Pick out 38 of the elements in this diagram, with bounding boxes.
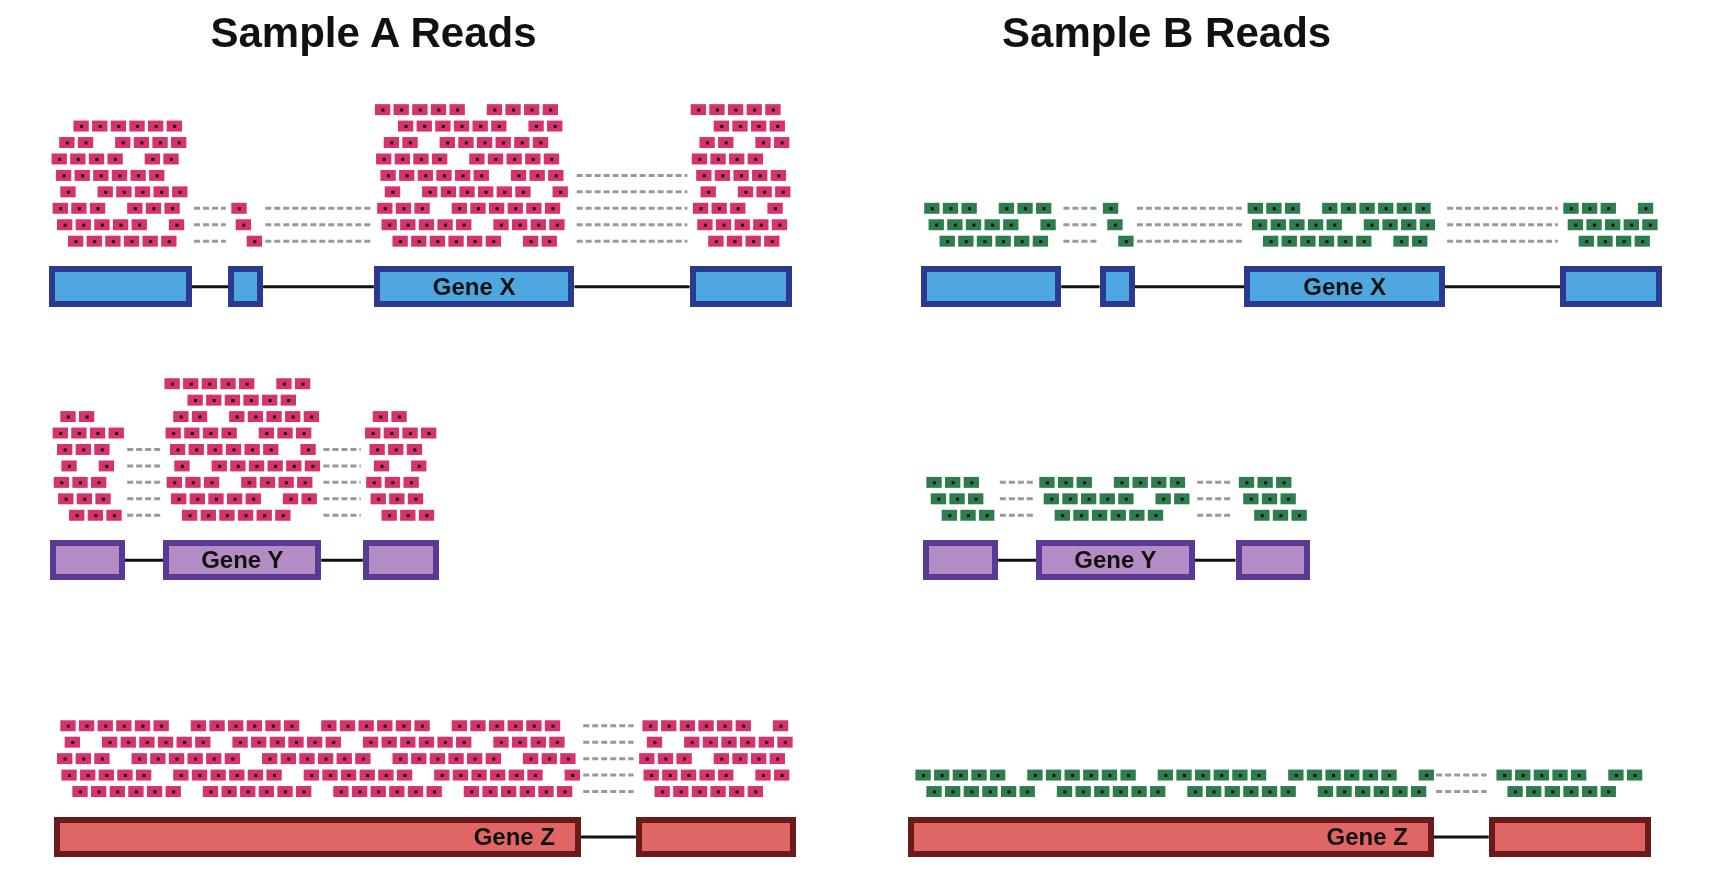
exon-box	[920, 266, 1062, 307]
intron-line	[574, 285, 690, 289]
exon-box	[689, 266, 792, 307]
gene-name: Gene X	[432, 272, 516, 301]
exon-box	[373, 266, 575, 307]
intron-line	[1194, 558, 1236, 562]
exon-box	[1244, 266, 1445, 307]
gene-name: Gene X	[1303, 272, 1386, 301]
exon-box	[907, 816, 1434, 858]
intron-line	[125, 558, 164, 562]
gene-name: Gene Y	[1074, 546, 1157, 575]
gene-name: Gene Z	[473, 823, 556, 851]
exon-box	[1235, 540, 1311, 580]
column-heading: Sample B Reads	[1002, 8, 1332, 57]
gene-name: Gene Y	[201, 546, 284, 575]
exon-box	[49, 266, 192, 307]
column-heading: Sample A Reads	[210, 8, 537, 57]
exon-box	[53, 816, 582, 858]
intron-line	[1061, 285, 1100, 289]
exon-box	[228, 266, 264, 307]
exon-box	[923, 540, 998, 580]
exon-box	[635, 816, 796, 858]
intron-line	[263, 285, 374, 289]
exon-box	[50, 540, 125, 580]
gene-name: Gene Z	[1326, 823, 1408, 851]
intron-line	[581, 835, 636, 839]
exon-box	[1488, 816, 1651, 858]
exon-box	[362, 540, 439, 580]
exon-box	[163, 540, 322, 580]
exon-box	[1036, 540, 1195, 580]
intron-line	[1433, 835, 1489, 839]
intron-line	[1134, 285, 1245, 289]
intron-line	[1444, 285, 1561, 289]
exon-box	[1560, 266, 1662, 307]
intron-line	[191, 285, 229, 289]
intron-line	[321, 558, 363, 562]
exon-box	[1099, 266, 1135, 307]
intron-line	[997, 558, 1036, 562]
